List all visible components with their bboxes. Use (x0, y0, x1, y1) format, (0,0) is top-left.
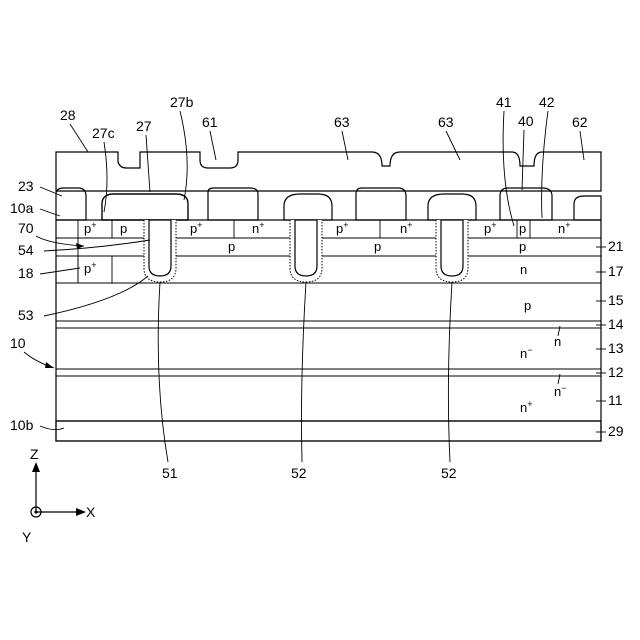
doping-n-17: n (520, 262, 527, 277)
doping-n-plus-3: n+ (558, 220, 571, 236)
label-23: 23 (18, 178, 34, 194)
label-27: 27 (136, 118, 152, 134)
axis-y-label: Y (22, 529, 32, 545)
doping-n-plus-1: n+ (252, 220, 265, 236)
label-10b: 10b (10, 417, 34, 433)
doping-p-15: p (524, 298, 531, 313)
doping-layer21-p-b: p (374, 239, 381, 254)
label-51: 51 (162, 465, 178, 481)
right-edge-insulator (574, 196, 601, 220)
doping-n-14: n (554, 334, 561, 349)
label-41: 41 (496, 94, 512, 110)
doping-p-plus-4: p+ (484, 220, 497, 236)
label-63-right: 63 (438, 114, 454, 130)
label-12: 12 (608, 364, 624, 380)
label-28: 28 (60, 107, 76, 123)
doping-layer21-p-a: p (228, 239, 235, 254)
coordinate-axes: Z X Y (22, 446, 96, 545)
doping-p-plus-18: p+ (84, 260, 97, 276)
insulator-23 (56, 188, 86, 220)
label-11: 11 (608, 392, 623, 408)
label-52-left: 52 (291, 465, 307, 481)
label-29: 29 (608, 423, 624, 439)
doping-n-minus-12: n− (554, 383, 567, 399)
label-17: 17 (608, 263, 624, 279)
label-42: 42 (539, 94, 555, 110)
dotted-insulator-regions (102, 188, 552, 220)
label-54: 54 (18, 242, 34, 258)
doping-layer21-p-c: p (519, 239, 526, 254)
reference-labels-bottom: 51 52 52 (158, 282, 457, 481)
label-21: 21 (608, 238, 624, 254)
label-14: 14 (608, 316, 624, 332)
reference-labels-left: 23 10a 70 54 18 53 10 10b (10, 178, 150, 433)
axis-x-label: X (86, 504, 96, 520)
label-18: 18 (18, 265, 34, 281)
doping-n-plus-2: n+ (400, 220, 413, 236)
reference-labels-top: 28 27c 27 27b 61 63 63 41 40 42 62 (60, 94, 588, 226)
label-27c: 27c (92, 125, 115, 141)
doping-p-plus-3: p+ (336, 220, 349, 236)
label-10a: 10a (10, 200, 34, 216)
top-electrode-hatched (56, 152, 601, 191)
label-61: 61 (202, 114, 218, 130)
doping-p-left: p (120, 221, 127, 236)
axis-z-label: Z (30, 446, 39, 462)
label-15: 15 (608, 292, 624, 308)
label-13: 13 (608, 340, 624, 356)
label-63-left: 63 (334, 114, 350, 130)
doping-p-plus-1: p+ (84, 220, 97, 236)
doping-n-plus-11: n+ (520, 399, 533, 415)
doping-p-plus-2: p+ (190, 220, 203, 236)
doping-p-under-41: p (519, 221, 526, 236)
label-27b: 27b (170, 94, 194, 110)
label-40: 40 (518, 113, 534, 129)
label-53: 53 (18, 307, 34, 323)
reference-labels-right: 21 17 15 14 13 12 11 29 (596, 238, 624, 439)
label-70: 70 (18, 220, 34, 236)
label-10: 10 (10, 335, 26, 351)
doping-n-minus-13: n− (520, 345, 533, 361)
bottom-electrode-29 (56, 421, 601, 441)
label-52-right: 52 (441, 465, 457, 481)
label-62: 62 (572, 114, 588, 130)
